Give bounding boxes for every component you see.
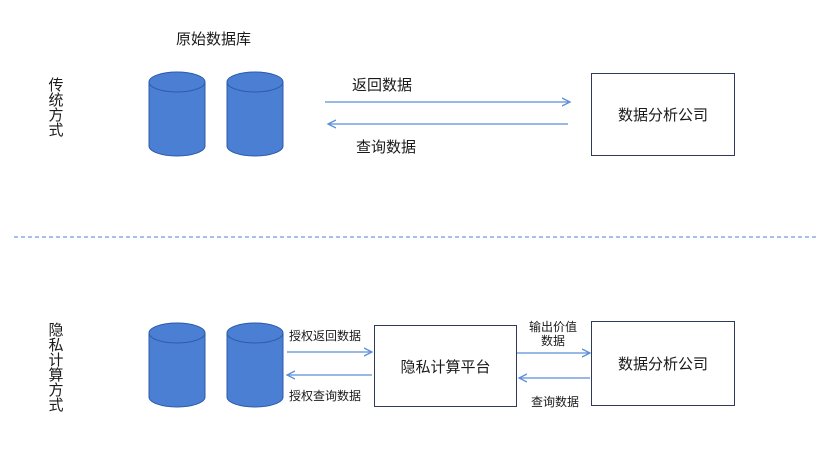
data-analysis-company-box-bottom: 数据分析公司 <box>591 321 735 406</box>
raw-database-title: 原始数据库 <box>176 30 252 48</box>
database-cylinder-top-1 <box>148 71 206 157</box>
output-value-label-line2: 数据 <box>540 334 565 348</box>
auth-query-label: 授权查询数据 <box>289 389 362 403</box>
privacy-mode-label: 隐私计算方式 <box>48 321 64 414</box>
bottom-query-data-label: 查询数据 <box>531 395 580 409</box>
data-analysis-company-label-top: 数据分析公司 <box>617 106 708 124</box>
data-analysis-company-box-top: 数据分析公司 <box>591 73 735 156</box>
privacy-computing-platform-box: 隐私计算平台 <box>374 325 517 407</box>
traditional-mode-label: 传统方式 <box>48 76 64 139</box>
data-analysis-company-label-bottom: 数据分析公司 <box>617 355 708 373</box>
query-data-label: 查询数据 <box>356 138 417 156</box>
output-value-label-line1: 输出价值 <box>528 320 577 334</box>
return-data-label: 返回数据 <box>352 76 413 94</box>
database-cylinder-bottom-1 <box>148 322 206 408</box>
database-cylinder-top-2 <box>226 71 284 157</box>
auth-return-label: 授权返回数据 <box>289 329 362 343</box>
database-cylinder-bottom-2 <box>226 322 284 408</box>
output-value-data-label: 输出价值 数据 <box>520 320 586 348</box>
privacy-computing-platform-label: 隐私计算平台 <box>400 357 491 376</box>
